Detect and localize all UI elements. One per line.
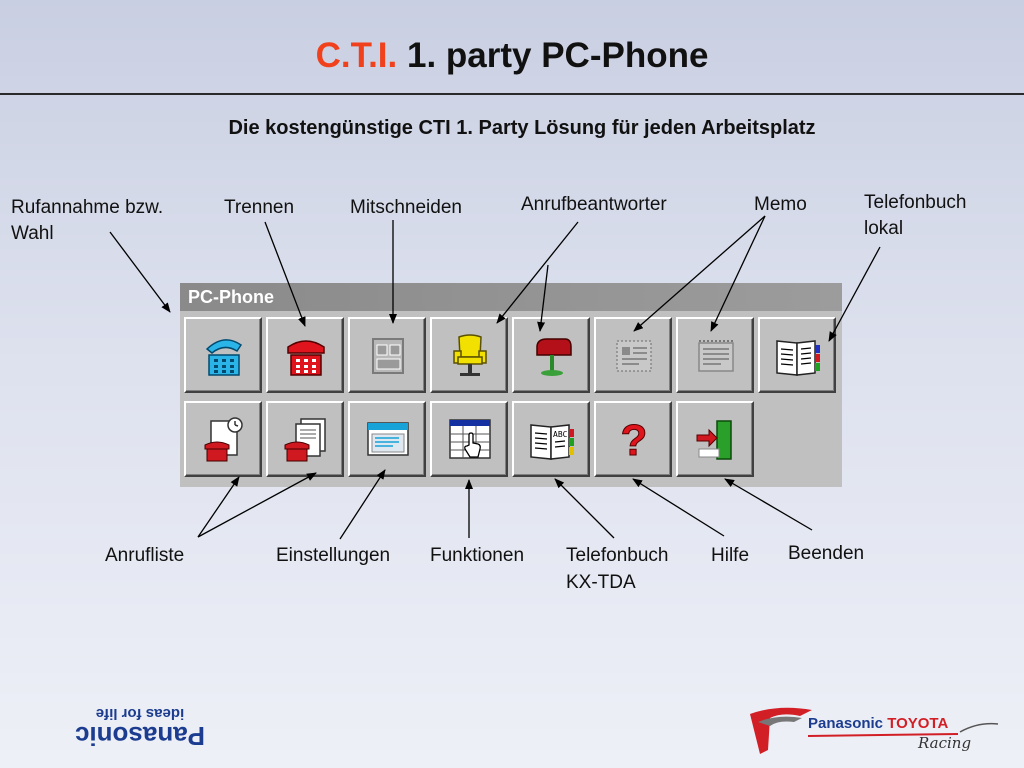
label-telefonbuch-lokal-1: Telefonbuch bbox=[864, 192, 967, 213]
arrow-anrufbeantworter-2 bbox=[537, 264, 549, 332]
call-list-pages-button[interactable] bbox=[266, 401, 344, 477]
call-list-clock-icon bbox=[204, 417, 243, 462]
label-telefonbuch-tda-1: Telefonbuch bbox=[566, 545, 669, 566]
local-phonebook-button[interactable] bbox=[758, 317, 836, 393]
telephone-red-icon bbox=[287, 340, 325, 376]
answering-machine-button[interactable] bbox=[512, 317, 590, 393]
sponsor-wordmark: Panasonic TOYOTA bbox=[808, 715, 948, 732]
arrow-rufannahme bbox=[109, 231, 171, 313]
settings-button[interactable] bbox=[348, 401, 426, 477]
arrow-telefonbuch-lokal bbox=[828, 246, 881, 342]
label-beenden: Beenden bbox=[788, 543, 865, 564]
panasonic-slogan: ideas for life bbox=[95, 705, 185, 722]
memo-pad-grey-icon bbox=[698, 340, 734, 372]
label-funktionen: Funktionen bbox=[430, 545, 525, 566]
telephone-cyan-icon bbox=[205, 339, 243, 376]
call-list-pages-icon bbox=[284, 418, 326, 462]
arrow-einstellungen bbox=[339, 469, 386, 540]
label-rufannahme: Rufannahme bzw. bbox=[11, 197, 164, 218]
mailbox-red-icon bbox=[536, 338, 572, 376]
arrow-anrufbeantworter-1 bbox=[496, 221, 579, 324]
hang-up-button[interactable] bbox=[266, 317, 344, 393]
svg-text:?: ? bbox=[621, 416, 648, 465]
sponsor-toyota: TOYOTA bbox=[887, 715, 949, 732]
panasonic-toyota-racing-logo: Panasonic TOYOTA Racing bbox=[748, 702, 1004, 760]
arrow-memo-1 bbox=[633, 215, 766, 332]
racing-script: Racing bbox=[918, 734, 972, 752]
exit-button[interactable] bbox=[676, 401, 754, 477]
slide-subtitle: Die kostengünstige CTI 1. Party Lösung f… bbox=[228, 117, 816, 139]
arrow-anrufliste-2 bbox=[197, 472, 317, 538]
panasonic-logo: Panasonic ideas for life bbox=[62, 696, 218, 751]
arrow-anrufliste-1 bbox=[197, 476, 240, 538]
arrow-beenden bbox=[724, 478, 813, 531]
call-list-button[interactable] bbox=[184, 401, 262, 477]
phonebook-abc-icon: ABC bbox=[530, 424, 574, 460]
title-divider bbox=[0, 93, 1024, 95]
arrow-trennen bbox=[264, 221, 306, 327]
label-telefonbuch-tda-2: KX-TDA bbox=[566, 572, 636, 593]
label-anrufbeantworter: Anrufbeantworter bbox=[521, 194, 667, 215]
label-einstellungen: Einstellungen bbox=[276, 545, 391, 566]
question-mark-red-icon: ? bbox=[620, 416, 648, 466]
memo-button[interactable] bbox=[594, 317, 672, 393]
dial-answer-button[interactable] bbox=[184, 317, 262, 393]
phonebook-icon bbox=[776, 340, 820, 376]
label-telefonbuch-lokal-2: lokal bbox=[864, 218, 904, 239]
label-mitschneiden: Mitschneiden bbox=[350, 197, 462, 218]
arrow-memo-2 bbox=[710, 215, 766, 332]
armchair-yellow-icon bbox=[453, 334, 487, 376]
record-grey-icon bbox=[372, 338, 404, 374]
arrow-telefonbuch-tda bbox=[554, 478, 615, 539]
record-button[interactable] bbox=[348, 317, 426, 393]
label-wahl: Wahl bbox=[11, 223, 54, 244]
do-not-disturb-button[interactable] bbox=[430, 317, 508, 393]
label-memo: Memo bbox=[754, 194, 807, 215]
panasonic-wordmark: Panasonic bbox=[74, 721, 206, 751]
slide-title: C.T.I. 1. party PC-Phone bbox=[0, 36, 1024, 76]
label-anrufliste: Anrufliste bbox=[105, 545, 185, 566]
title-accent: C.T.I. bbox=[315, 36, 398, 75]
functions-grid-hand-icon bbox=[449, 419, 491, 459]
svg-text:ABC: ABC bbox=[553, 430, 568, 439]
label-trennen: Trennen bbox=[224, 197, 295, 218]
settings-window-icon bbox=[367, 422, 409, 456]
phonebook-kx-tda-button[interactable]: ABC bbox=[512, 401, 590, 477]
exit-door-icon bbox=[696, 420, 732, 460]
memo-grey-icon bbox=[616, 340, 652, 372]
arrow-hilfe bbox=[632, 478, 725, 537]
help-button[interactable]: ? bbox=[594, 401, 672, 477]
sponsor-panasonic: Panasonic bbox=[808, 715, 884, 732]
racing-swoosh-icon bbox=[750, 707, 999, 754]
label-hilfe: Hilfe bbox=[711, 545, 750, 566]
functions-button[interactable] bbox=[430, 401, 508, 477]
title-rest: 1. party PC-Phone bbox=[406, 36, 709, 75]
